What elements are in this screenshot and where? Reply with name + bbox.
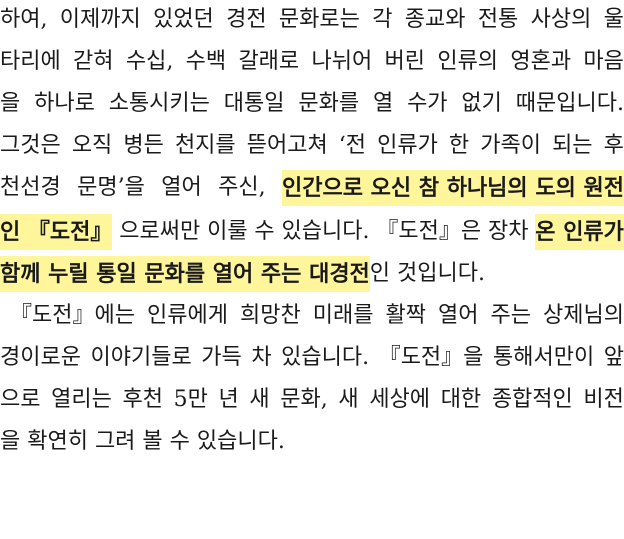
text-word: 갈래로	[238, 49, 300, 74]
text-word: 경전	[226, 7, 267, 32]
text-line: 『도전』에는 인류에게 희망찬 미래를 활짝 열어 주는 상제님의	[0, 298, 624, 334]
text-word: 문화,	[280, 387, 328, 412]
text-word: 새	[249, 387, 270, 412]
text-word: 앞	[603, 345, 624, 370]
text-word: 오직	[71, 133, 113, 158]
text-word: 뜯어고쳐	[246, 133, 328, 158]
text-word: 『도전』은	[376, 219, 482, 244]
text-word: 소통시키는	[108, 91, 210, 116]
text-word: 문화로는	[278, 7, 360, 32]
text-word: 년	[218, 387, 239, 412]
text-word: 있습니다.	[281, 345, 370, 370]
text-word: 으로써만	[119, 219, 201, 244]
text-word: 경이로운	[0, 345, 81, 370]
text-word: 병든	[123, 133, 164, 158]
text-word: 인류에게	[146, 303, 228, 328]
text-segment: 을 확연히 그려 볼 수 있습니다.	[0, 429, 285, 454]
text-line: 천선경 문명’을 열어 주신, 인간으로 오신 참 하나님의 도의 원전	[0, 170, 624, 206]
highlighted-text: 인 『도전』	[0, 214, 113, 250]
text-word: 갇혀	[73, 49, 114, 74]
text-word: 문명’을	[77, 175, 145, 200]
text-word: 후천	[122, 387, 163, 412]
text-line: 그것은 오직 병든 천지를 뜯어고쳐 ‘전 인류가 한 가족이 되는 후	[0, 128, 624, 164]
text-word: 가득	[201, 345, 242, 370]
text-word: 희망찬	[239, 303, 301, 328]
text-word: 상제님의	[542, 303, 624, 328]
text-word: 이제까지	[59, 7, 141, 32]
text-word: 전통	[477, 7, 519, 32]
text-word: 인류가	[377, 133, 438, 158]
text-word: 수십,	[125, 49, 174, 74]
text-word: 종합적인	[491, 387, 573, 412]
text-word: 되는	[552, 133, 593, 158]
text-word: 각	[372, 7, 393, 32]
text-word: 수가	[407, 91, 448, 116]
text-word: 인류의	[437, 49, 499, 74]
text-word: 이야기들로	[90, 345, 192, 370]
text-word: 열	[372, 91, 394, 116]
text-word: 이룰	[207, 219, 248, 244]
text-line: 을 확연히 그려 볼 수 있습니다.	[0, 424, 624, 460]
text-word: 미래를	[312, 303, 374, 328]
text-word: 활짝	[385, 303, 426, 328]
text-word: 세상에	[369, 387, 431, 412]
text-word: 천지를	[174, 133, 236, 158]
text-word: 열어	[437, 303, 479, 328]
text-word: 있습니다.	[281, 219, 370, 244]
text-word: 통해서만이	[492, 345, 595, 370]
text-word: 열어	[161, 175, 202, 200]
text-word: 으로	[0, 387, 41, 412]
text-word: 가족이	[480, 133, 541, 158]
text-word: 『도전』에는	[10, 303, 135, 328]
text-line: 하여, 이제까지 있었던 경전 문화로는 각 종교와 전통 사상의 울	[0, 2, 624, 38]
text-word: 새	[338, 387, 359, 412]
text-word: 나뉘어	[311, 49, 373, 74]
text-word: 대한	[440, 387, 482, 412]
text-word: 차	[251, 345, 272, 370]
text-word: 문화를	[298, 91, 360, 116]
text-word: 수백	[185, 49, 227, 74]
text-word: 있었던	[153, 7, 214, 32]
text-word: 사상의	[530, 7, 592, 32]
text-word: 수	[254, 219, 275, 244]
text-word: 버린	[384, 49, 426, 74]
text-word: 타리에	[0, 49, 61, 74]
text-word: ‘전	[338, 133, 367, 158]
text-word: 비전	[583, 387, 624, 412]
highlighted-text: 함께 누릴 통일 문화를 열어 주는 대경전	[0, 256, 370, 292]
text-word: 대통일	[223, 91, 285, 116]
text-word: 『도전』을	[378, 345, 484, 370]
text-word: 하여,	[0, 7, 48, 32]
text-word: 영혼과	[510, 49, 572, 74]
text-line: 경이로운 이야기들로 가득 차 있습니다. 『도전』을 통해서만이 앞	[0, 340, 624, 376]
text-line: 타리에 갇혀 수십, 수백 갈래로 나뉘어 버린 인류의 영혼과 마음	[0, 44, 624, 80]
text-word: 장차	[487, 219, 529, 244]
text-line: 을 하나로 소통시키는 대통일 문화를 열 수가 없기 때문입니다.	[0, 86, 624, 122]
text-word: 울	[603, 7, 624, 32]
highlighted-text: 인간으로 오신 참 하나님의 도의 원전	[282, 170, 624, 206]
text-word: 없기	[461, 91, 502, 116]
text-word: 천선경	[0, 175, 61, 200]
text-word: 주신,	[218, 175, 266, 200]
text-word: 5만	[173, 387, 208, 412]
text-word: 마음	[583, 49, 624, 74]
highlighted-text: 온 인류가	[535, 214, 624, 250]
text-segment: 인 것입니다.	[369, 261, 485, 286]
text-word: 주는	[490, 303, 531, 328]
text-word: 한	[448, 133, 470, 158]
text-word: 을	[0, 91, 21, 116]
text-word: 때문입니다.	[515, 91, 624, 116]
text-word: 열리는	[51, 387, 112, 412]
text-word: 그것은	[0, 133, 61, 158]
text-word: 종교와	[404, 7, 466, 32]
text-word: 후	[603, 133, 624, 158]
text-word: 하나로	[34, 91, 95, 116]
